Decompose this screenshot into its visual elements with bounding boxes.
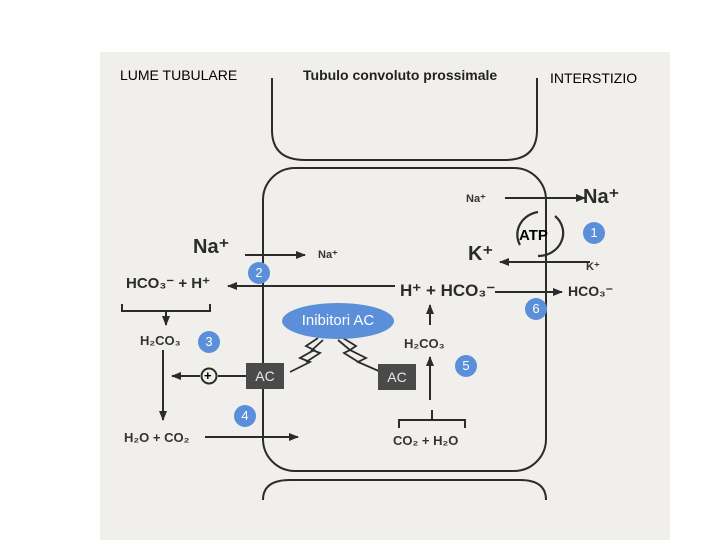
na-big-right-label: Na⁺ <box>583 186 620 208</box>
upper-cell-outline <box>271 78 538 161</box>
ac-inhibitors-oval: Inibitori AC <box>282 303 394 339</box>
plus-sign: + <box>204 368 212 383</box>
ac-enzyme-left: AC <box>246 363 284 389</box>
plus-circle <box>200 367 218 385</box>
step-badge-5: 5 <box>455 355 477 377</box>
na-big-left-label: Na⁺ <box>193 236 230 258</box>
h2co3-mid-label: H₂CO₃ <box>404 336 445 351</box>
main-cell-outline <box>262 167 547 472</box>
lumen-bracket <box>121 304 211 312</box>
k-big-label: K⁺ <box>468 243 493 265</box>
step-badge-3: 3 <box>198 331 220 353</box>
atp-label: ATP <box>519 227 548 244</box>
ac-enzyme-mid: AC <box>378 364 416 390</box>
step-badge-4: 4 <box>234 405 256 427</box>
interstitium-label: INTERSTIZIO <box>550 70 638 86</box>
h2o-co2-left-label: H₂O + CO₂ <box>124 430 190 445</box>
k-small-label: K⁺ <box>586 261 600 273</box>
h2co3-left-label: H₂CO₃ <box>140 333 181 348</box>
hco3-h-left-label: HCO₃⁻ + H⁺ <box>126 275 211 292</box>
co2-h2o-mid-label: CO₂ + H₂O <box>393 433 459 448</box>
cell-bracket <box>398 419 466 428</box>
step-badge-2: 2 <box>248 262 270 284</box>
figure-title: Tubulo convoluto prossimale <box>303 67 498 83</box>
scanned-figure-background <box>100 52 670 540</box>
step-badge-6: 6 <box>525 298 547 320</box>
inhibition-bolt-left <box>289 337 319 373</box>
h-hco3-mid-label: H⁺ + HCO₃⁻ <box>400 281 496 300</box>
atp-pump-cycle <box>516 210 539 246</box>
lower-cell-outline <box>262 479 547 501</box>
hco3-right-label: HCO₃⁻ <box>568 283 613 299</box>
na-small-top-label: Na⁺ <box>466 193 486 205</box>
na-small-mid-label: Na⁺ <box>318 249 338 261</box>
inhibition-bolt-right <box>342 337 382 373</box>
step-badge-1: 1 <box>583 222 605 244</box>
lumen-label: LUME TUBULARE <box>120 67 238 83</box>
